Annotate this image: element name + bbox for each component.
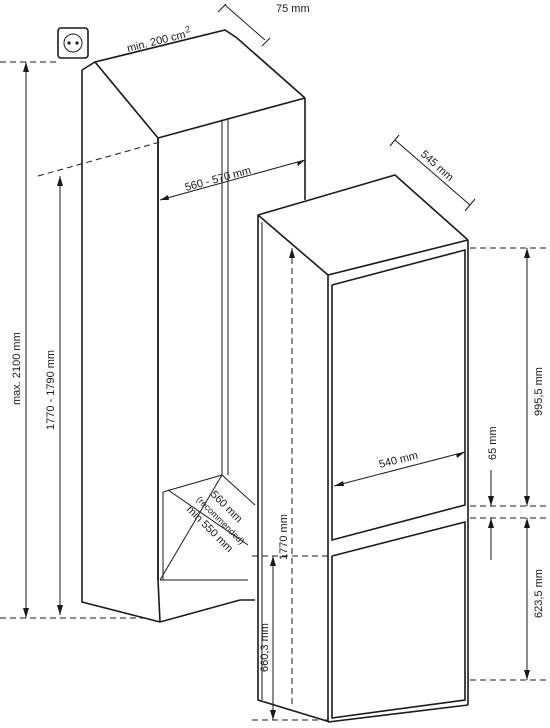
max-height-dimension: max. 2100 mm bbox=[0, 61, 150, 619]
lower-door-bottom-label: 660,3 mm bbox=[259, 623, 271, 672]
max-height-label: max. 2100 mm bbox=[11, 332, 23, 405]
vent-area-sup: 2 bbox=[184, 24, 191, 35]
cabinet-niche bbox=[81, 29, 306, 623]
appliance-height-dimension: 1770 mm bbox=[278, 248, 295, 708]
upper-door-dimension: 995,5 mm bbox=[470, 247, 548, 507]
vent-area-label: min. 200 cm bbox=[126, 29, 187, 55]
appliance-depth-label: 545 mm bbox=[418, 148, 456, 184]
appliance-width-dimension: 540 mm bbox=[333, 450, 466, 487]
power-socket-icon bbox=[57, 27, 89, 59]
appliance bbox=[257, 174, 469, 723]
upper-door-label: 995,5 mm bbox=[533, 367, 545, 416]
door-gap-dimension: 65 mm bbox=[470, 426, 548, 560]
door-gap-label: 65 mm bbox=[487, 426, 499, 460]
appliance-width-label: 540 mm bbox=[378, 450, 419, 471]
lower-door-bottom-dimension: 660,3 mm bbox=[252, 555, 330, 721]
niche-width-dimension: 560 - 570 mm bbox=[159, 159, 306, 201]
outlet-gap-dimension: 75 mm bbox=[217, 3, 310, 47]
niche-height-dimension: 1770 - 1790 mm bbox=[37, 141, 161, 615]
vent-area-dimension: min. 200 cm 2 bbox=[94, 24, 226, 63]
niche-width-label: 560 - 570 mm bbox=[184, 165, 253, 194]
niche-height-label: 1770 - 1790 mm bbox=[45, 350, 57, 430]
outlet-gap-label: 75 mm bbox=[276, 3, 310, 15]
appliance-height-label: 1770 mm bbox=[278, 514, 290, 560]
lower-door-dimension: 623,5 mm bbox=[470, 518, 548, 681]
appliance-depth-dimension: 545 mm bbox=[389, 134, 476, 212]
lower-door-label: 623,5 mm bbox=[533, 569, 545, 618]
